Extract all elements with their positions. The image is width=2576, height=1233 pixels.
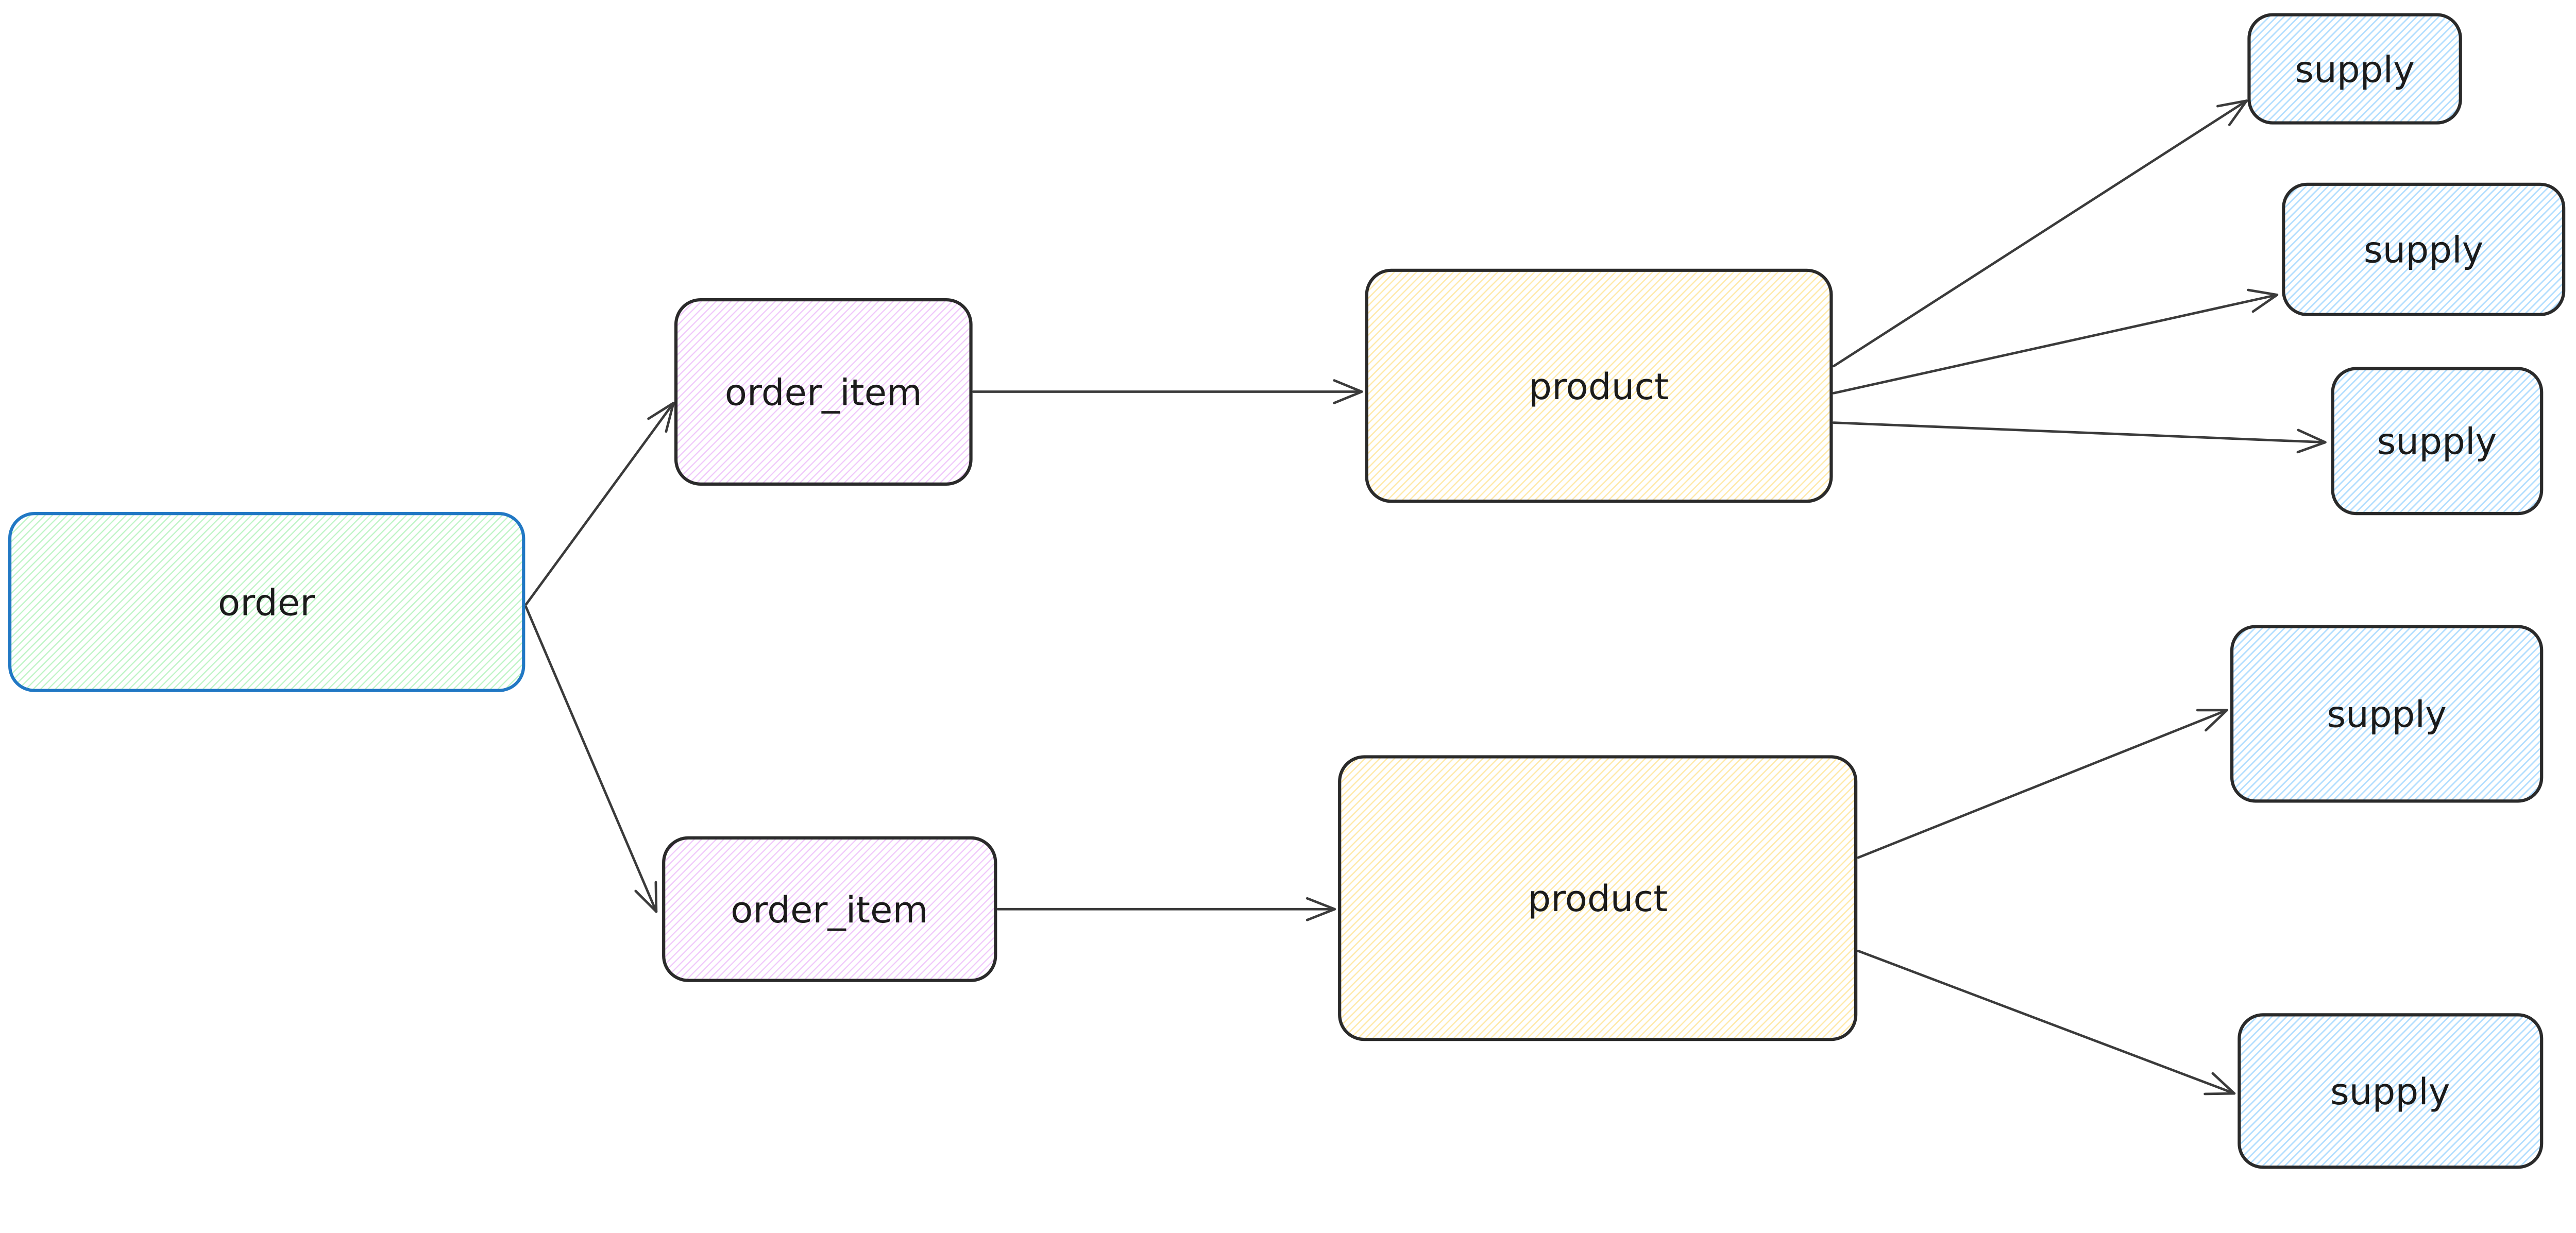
entity-diagram[interactable]: order order_item order_item product prod…: [0, 0, 2576, 1176]
edge-line: [1832, 421, 2327, 444]
supply-bottom-1-box: [2230, 625, 2544, 803]
arrowhead-icon: [2204, 1072, 2236, 1095]
product-top-box: [1365, 268, 1833, 503]
edge-order-item-bottom-to-product-bottom[interactable]: [996, 897, 1336, 921]
supply-top-2-label: supply: [2364, 229, 2484, 271]
edge-product-bottom-to-supply-4[interactable]: [1857, 709, 2228, 859]
node-order[interactable]: order: [8, 512, 526, 692]
order-item-bottom-label: order_item: [731, 888, 928, 931]
supply-top-1-box: [2247, 13, 2462, 125]
supply-top-1-label: supply: [2295, 48, 2415, 91]
product-bottom-box: [1338, 755, 1858, 1041]
edge-line: [1857, 949, 2236, 1095]
arrowhead-icon: [1306, 897, 1336, 921]
edge-line: [1857, 709, 2228, 859]
edge-line: [1832, 99, 2248, 368]
node-product-top[interactable]: product: [1365, 268, 1833, 503]
order-item-top-label: order_item: [725, 371, 922, 414]
edge-product-bottom-to-supply-5[interactable]: [1857, 949, 2236, 1095]
product-bottom-label: product: [1528, 877, 1668, 920]
edge-product-top-to-supply-1[interactable]: [1832, 99, 2248, 368]
edge-line: [524, 402, 675, 606]
order-item-bottom-box: [662, 836, 997, 982]
order-label: order: [218, 581, 315, 624]
arrowhead-icon: [2296, 429, 2327, 454]
supply-top-3-box: [2331, 367, 2544, 516]
node-supply-top-1[interactable]: supply: [2247, 13, 2462, 125]
node-order-item-bottom[interactable]: order_item: [662, 836, 997, 982]
edge-order-to-order-item-top[interactable]: [524, 402, 675, 606]
diagram-canvas[interactable]: order order_item order_item product prod…: [0, 0, 2576, 1176]
arrowhead-icon: [2216, 99, 2248, 126]
edge-order-item-top-to-product-top[interactable]: [972, 379, 1363, 404]
edge-product-top-to-supply-3[interactable]: [1832, 421, 2327, 454]
node-supply-bottom-2[interactable]: supply: [2238, 1013, 2544, 1169]
supply-bottom-2-box: [2238, 1013, 2544, 1169]
node-supply-top-3[interactable]: supply: [2331, 367, 2544, 516]
arrowhead-icon: [2247, 288, 2279, 313]
supply-bottom-1-label: supply: [2327, 693, 2447, 735]
arrowhead-icon: [634, 881, 658, 913]
page-background: { "diagram": { "nodes": [ { "id": "order…: [0, 0, 2576, 1176]
node-product-bottom[interactable]: product: [1338, 755, 1858, 1041]
arrowhead-icon: [2196, 709, 2228, 732]
edge-line: [1832, 294, 2279, 395]
arrowhead-icon: [1333, 379, 1363, 404]
node-supply-top-2[interactable]: supply: [2282, 182, 2566, 316]
supply-top-3-label: supply: [2377, 420, 2497, 463]
arrowhead-icon: [647, 402, 675, 433]
node-order-item-top[interactable]: order_item: [674, 298, 973, 486]
product-top-label: product: [1529, 365, 1669, 408]
edge-line: [524, 606, 658, 913]
node-supply-bottom-1[interactable]: supply: [2230, 625, 2544, 803]
order-item-top-box: [674, 298, 973, 486]
supply-bottom-2-label: supply: [2330, 1070, 2450, 1113]
supply-top-2-box: [2282, 182, 2566, 316]
order-box: [8, 512, 526, 692]
edge-order-to-order-item-bottom[interactable]: [524, 606, 658, 913]
edge-product-top-to-supply-2[interactable]: [1832, 288, 2279, 395]
